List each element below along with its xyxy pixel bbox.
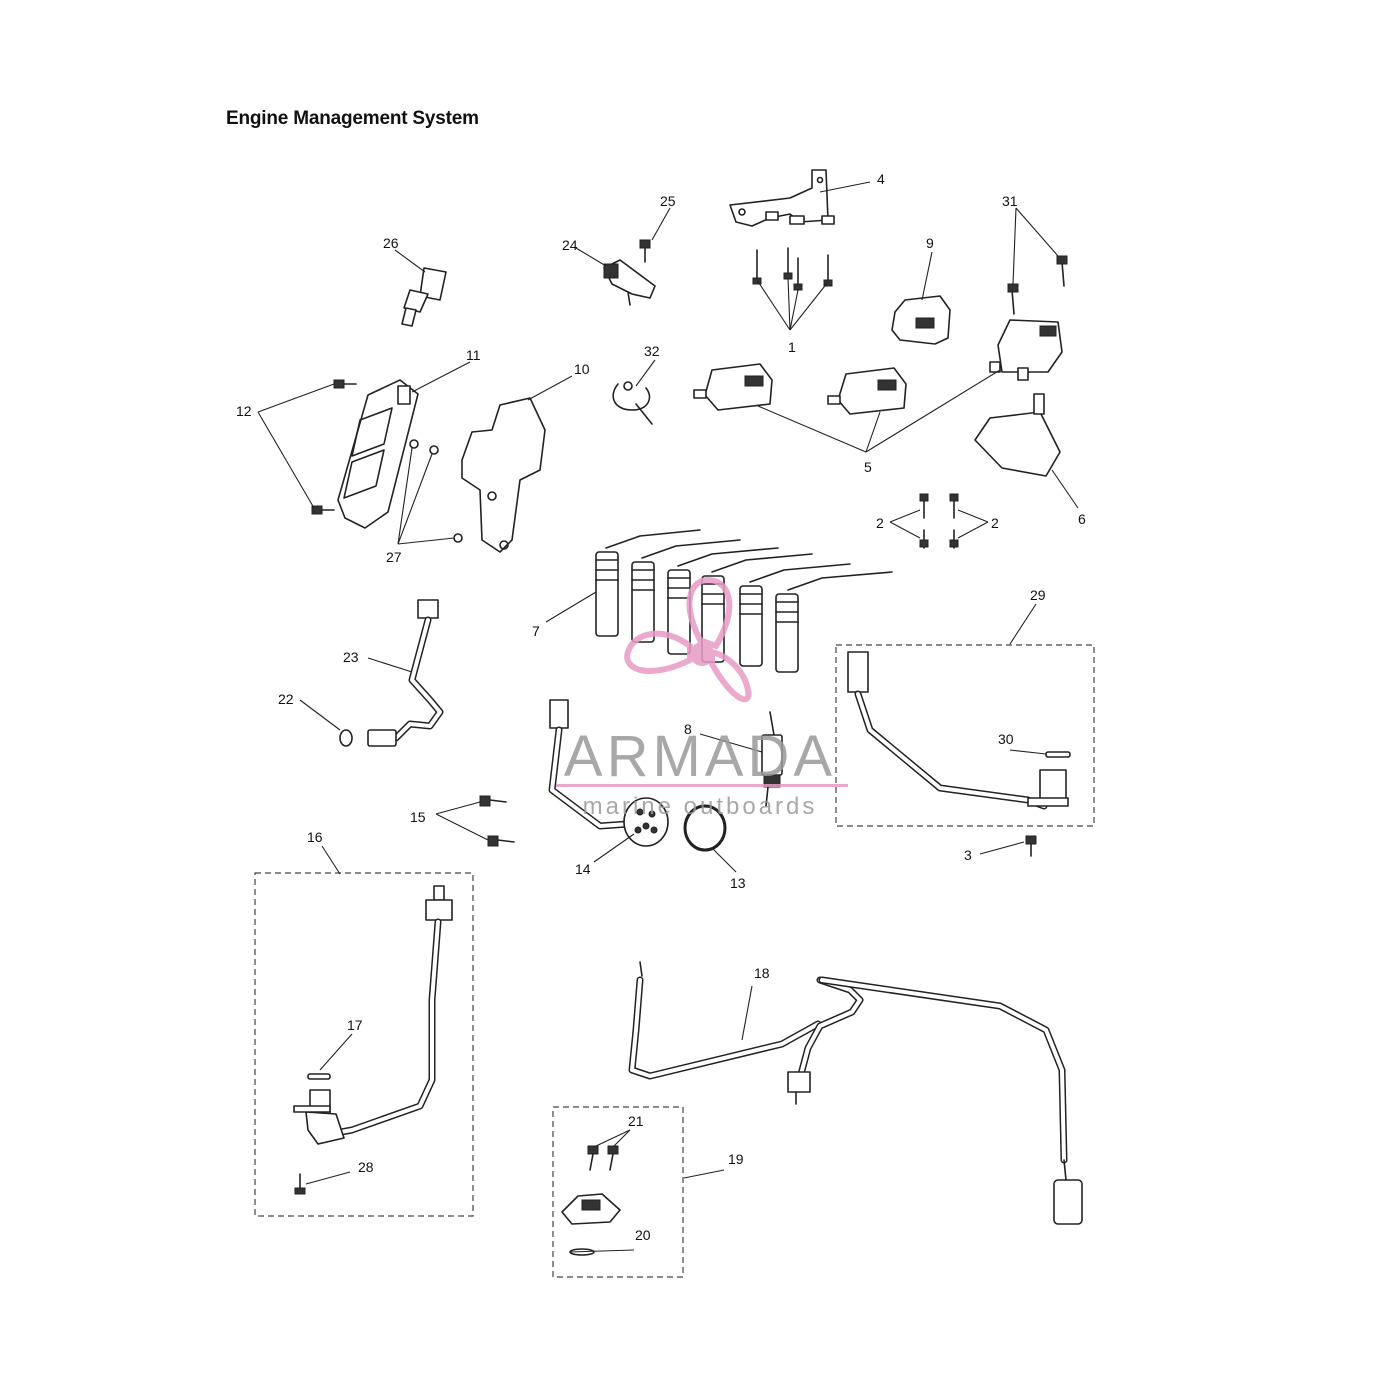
callout-28: 28 — [358, 1159, 374, 1175]
callout-15: 15 — [410, 809, 426, 825]
callout-13: 13 — [730, 875, 746, 891]
callout-27: 27 — [386, 549, 402, 565]
callout-32: 32 — [644, 343, 660, 359]
part-7-ignition-leads — [595, 529, 893, 673]
callout-8: 8 — [684, 721, 692, 737]
callout-24: 24 — [562, 237, 578, 253]
part-18-harness — [628, 961, 1083, 1225]
part-30-o-ring — [1045, 751, 1071, 758]
callout-31: 31 — [1002, 193, 1018, 209]
callout-4: 4 — [877, 171, 885, 187]
part-31-screws — [1007, 255, 1068, 315]
propeller-logo-icon — [624, 576, 752, 703]
callout-1: 1 — [788, 339, 796, 355]
watermark-brand: ARMADA — [564, 724, 836, 789]
part-24-sensor — [603, 259, 656, 306]
part-10-bracket — [461, 397, 546, 553]
callout-14: 14 — [575, 861, 591, 877]
callout-12: 12 — [236, 403, 252, 419]
kit-box-16 — [254, 872, 474, 1217]
part-11-ecu — [337, 379, 419, 529]
callout-11: 11 — [466, 347, 481, 363]
callout-21: 21 — [628, 1113, 644, 1129]
part-16-sensor-kit — [293, 885, 453, 1145]
part-4-bracket — [729, 169, 835, 227]
part-1-screws — [752, 247, 833, 291]
part-3-screw — [1025, 835, 1037, 857]
part-5-ignition-coils — [693, 319, 1063, 415]
part-25-screw — [639, 239, 651, 263]
part-23-sensor-lead — [367, 599, 444, 747]
callout-19: 19 — [728, 1151, 744, 1167]
part-14-connector — [548, 699, 669, 847]
part-13-gasket — [683, 804, 727, 852]
part-28-screw — [294, 1173, 306, 1195]
callout-2a: 2 — [876, 515, 884, 531]
callout-17: 17 — [347, 1017, 363, 1033]
part-22-o-ring — [339, 729, 353, 747]
part-20-sensor — [561, 1193, 621, 1256]
callout-2b: 2 — [991, 515, 999, 531]
callout-30: 30 — [998, 731, 1014, 747]
leader-lines — [257, 181, 1079, 1253]
callout-labels: 1 2 2 3 4 5 6 7 8 9 10 11 12 13 14 15 16… — [236, 171, 1086, 1243]
watermark-tagline: marine outboards — [583, 793, 818, 820]
kit-box-19 — [552, 1106, 684, 1278]
callout-29: 29 — [1030, 587, 1046, 603]
part-26-sensor — [401, 267, 447, 327]
part-17-o-ring — [307, 1073, 331, 1080]
callout-22: 22 — [278, 691, 294, 707]
callout-9: 9 — [926, 235, 934, 251]
part-15-screws — [479, 795, 515, 847]
callout-3: 3 — [964, 847, 972, 863]
callout-5: 5 — [864, 459, 872, 475]
armada-watermark: ARMADA marine outboards — [556, 576, 848, 820]
callout-16: 16 — [307, 829, 323, 845]
watermark-rule — [556, 784, 848, 787]
callout-23: 23 — [343, 649, 359, 665]
callout-18: 18 — [754, 965, 770, 981]
callout-20: 20 — [635, 1227, 651, 1243]
part-6-bracket — [974, 393, 1061, 477]
callout-26: 26 — [383, 235, 399, 251]
part-12-screws — [311, 379, 357, 515]
callout-10: 10 — [574, 361, 590, 377]
diagram-title: Engine Management System — [226, 108, 479, 129]
part-32-clip — [612, 381, 653, 425]
part-21-screws — [587, 1145, 619, 1171]
part-2-screws — [919, 493, 959, 549]
callout-25: 25 — [660, 193, 676, 209]
part-9-coil-cap — [891, 295, 951, 345]
callout-7: 7 — [532, 623, 540, 639]
part-29-sensor-kit — [847, 651, 1069, 810]
callout-6: 6 — [1078, 511, 1086, 527]
